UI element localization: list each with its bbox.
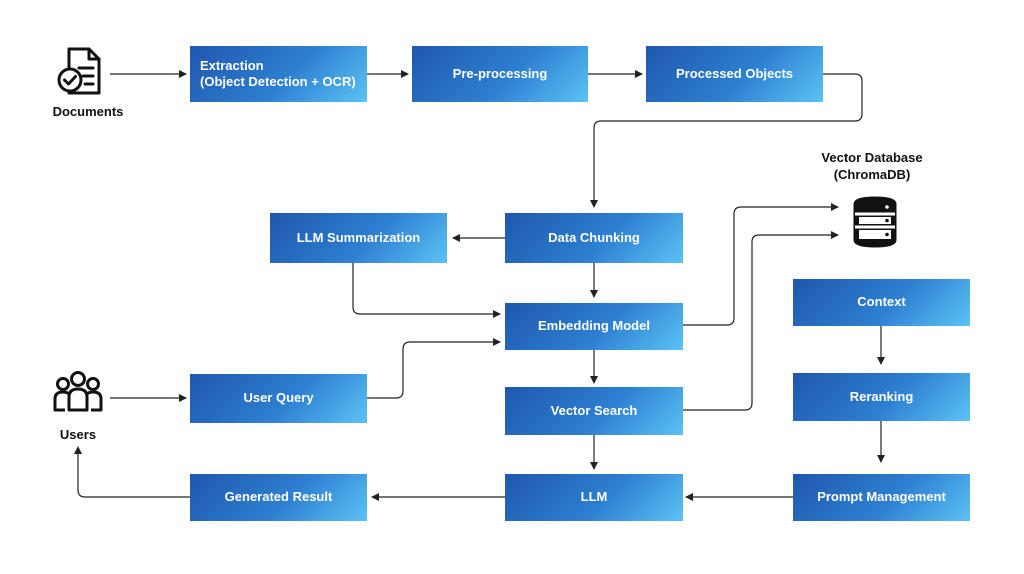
vector-database-label: Vector Database (ChromaDB) [792, 150, 952, 184]
extraction-title: Extraction [200, 57, 264, 73]
edge-processed-chunking [590, 73, 863, 208]
embedding-model-node[interactable]: Embedding Model [505, 303, 683, 350]
database-icon [853, 196, 897, 248]
preprocessing-node[interactable]: Pre-processing [412, 46, 588, 102]
generated-result-node[interactable]: Generated Result [190, 474, 367, 521]
vector-search-node[interactable]: Vector Search [505, 387, 683, 435]
extraction-node[interactable]: Extraction (Object Detection + OCR) [190, 46, 367, 102]
data-chunking-node[interactable]: Data Chunking [505, 213, 683, 263]
vector-database-subtitle: (ChromaDB) [833, 166, 911, 182]
document-check-icon [57, 47, 101, 95]
llm-summarization-node[interactable]: LLM Summarization [270, 213, 447, 263]
prompt-management-node[interactable]: Prompt Management [793, 474, 970, 521]
user-query-node[interactable]: User Query [190, 374, 367, 423]
edge-summarization-embedding [352, 263, 501, 318]
users-group-icon [53, 371, 103, 412]
processed-objects-node[interactable]: Processed Objects [646, 46, 823, 102]
documents-label: Documents [52, 104, 124, 119]
users-label: Users [59, 427, 97, 442]
reranking-node[interactable]: Reranking [793, 373, 970, 421]
extraction-subtitle: (Object Detection + OCR) [200, 74, 356, 89]
vector-database-title: Vector Database [821, 150, 923, 165]
edge-generated-users [74, 446, 190, 498]
edge-userquery-embedding [367, 338, 501, 399]
edge-vectorsearch-vectordb [683, 231, 839, 411]
llm-node[interactable]: LLM [505, 474, 683, 521]
edge-embedding-vectordb [683, 203, 839, 326]
context-node[interactable]: Context [793, 279, 970, 326]
